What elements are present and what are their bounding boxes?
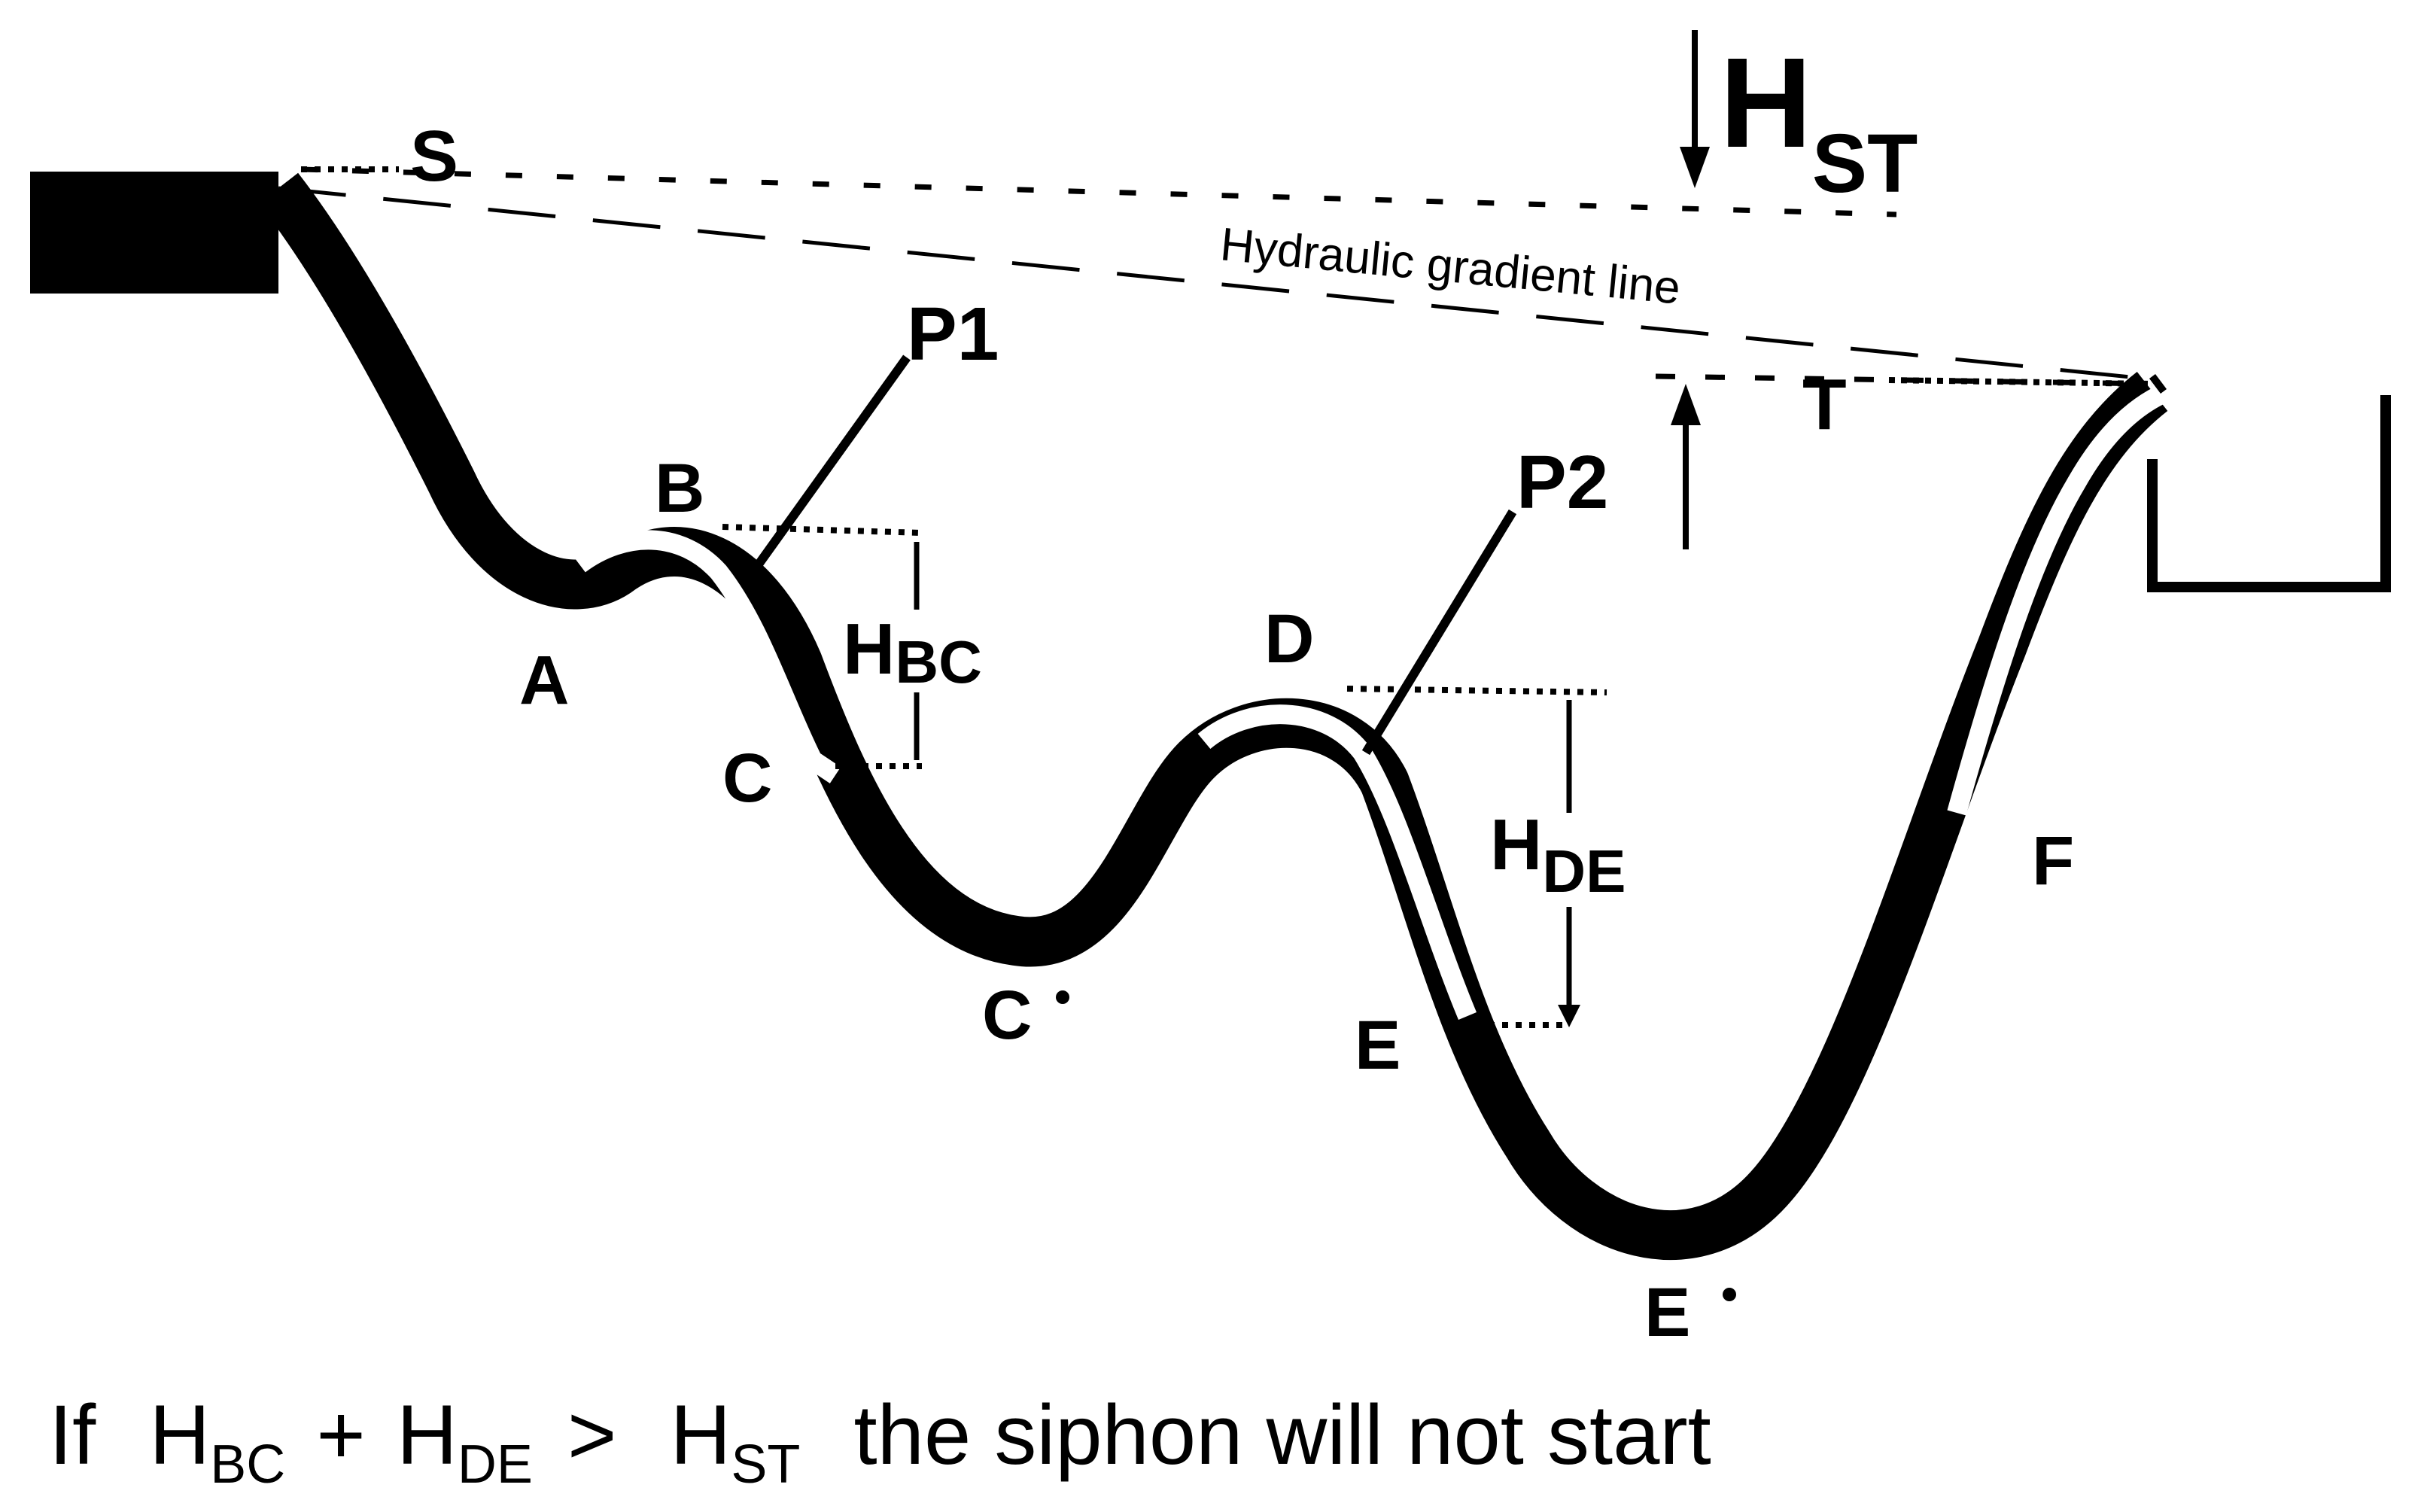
label-c-prime: C: [982, 977, 1032, 1054]
air-segment-f: [1947, 386, 2164, 816]
label-hst-main: H: [1720, 32, 1812, 175]
outlet-pipe-end: [2149, 374, 2167, 394]
label-hst: HST: [1720, 32, 1918, 210]
hydraulic-gradient-line: [278, 186, 2161, 382]
level-line-s: [300, 166, 1897, 218]
caption-suffix: the siphon will not start: [854, 1388, 1711, 1482]
air-segment-bc: [573, 530, 841, 783]
label-d: D: [1264, 601, 1314, 677]
p1-leader-line: [741, 354, 911, 586]
caption-term2-sub: DE: [458, 1434, 533, 1495]
hde-top-level: [1346, 686, 1607, 695]
level-line-t-end: [1888, 377, 2153, 387]
hbc-top-level: [722, 524, 923, 536]
label-hbc-main: H: [843, 609, 895, 689]
caption-term2-main: H: [397, 1388, 458, 1482]
label-b: B: [655, 450, 704, 527]
label-hde: HDE: [1490, 805, 1626, 905]
label-c: C: [722, 740, 772, 817]
caption-plus: +: [316, 1388, 365, 1482]
upstream-reservoir: [30, 172, 278, 294]
air-segment-de: [1197, 704, 1477, 1020]
caption-gt: >: [567, 1388, 616, 1482]
label-f: F: [2032, 823, 2074, 899]
p2-leader-line: [1361, 509, 1517, 756]
caption-term1-sub: BC: [210, 1434, 285, 1495]
label-hbc: HBC: [843, 609, 982, 695]
c-prime-dot: [1056, 990, 1069, 1004]
label-a: A: [519, 642, 569, 719]
label-p1: P1: [907, 292, 999, 376]
e-prime-dot: [1723, 1288, 1736, 1301]
caption-term3-main: H: [671, 1388, 731, 1482]
caption: If HBC + HDE > HST the siphon will not s…: [49, 1388, 1711, 1501]
label-hst-sub: ST: [1812, 117, 1918, 210]
hst-arrow-top-head: [1680, 147, 1710, 188]
label-hde-main: H: [1490, 805, 1542, 885]
caption-prefix: If: [49, 1388, 96, 1482]
downstream-outlet: [2147, 395, 2391, 592]
label-hbc-sub: BC: [895, 628, 982, 695]
label-p2: P2: [1516, 440, 1608, 525]
label-t: T: [1802, 364, 1847, 445]
label-hydraulic-gradient-line: Hydraulic gradient line: [1218, 218, 1683, 314]
label-e: E: [1355, 1007, 1401, 1084]
hde-dimension-arrowhead: [1558, 1005, 1580, 1027]
caption-term3-sub: ST: [731, 1434, 800, 1495]
label-hde-sub: DE: [1542, 838, 1626, 905]
label-e-prime: E: [1644, 1274, 1690, 1351]
label-s: S: [410, 116, 458, 196]
hst-arrow-bottom-head: [1671, 384, 1701, 425]
caption-term1-main: H: [149, 1388, 210, 1482]
pipe-outline: [258, 172, 2168, 1260]
